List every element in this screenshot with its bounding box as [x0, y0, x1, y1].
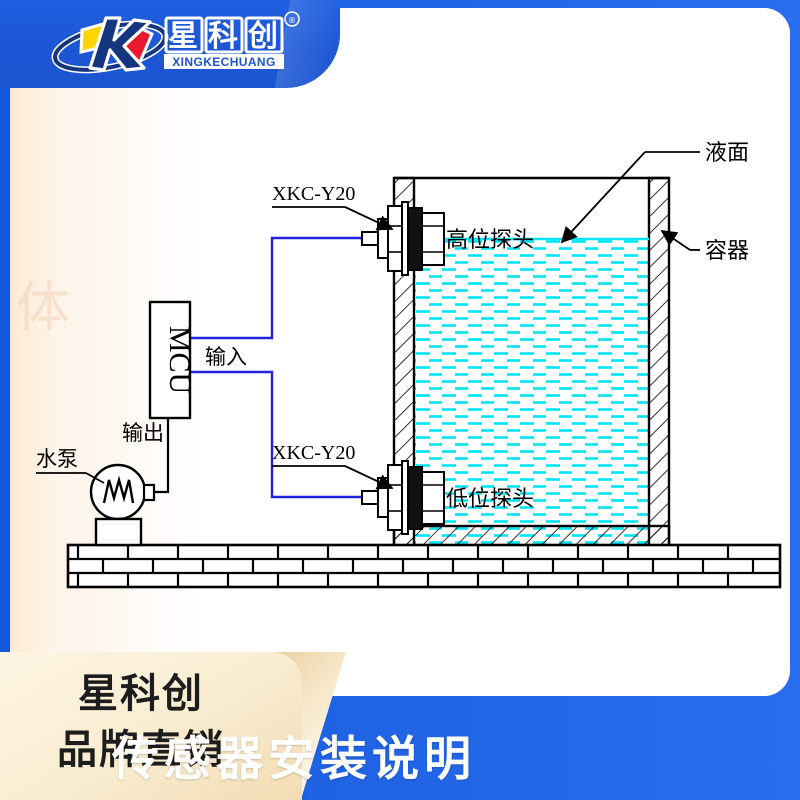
- cream-line-2: 品牌直销: [57, 727, 225, 773]
- label-input: 输入: [205, 345, 247, 369]
- leader-lines: [36, 151, 700, 490]
- pump-base: [94, 517, 143, 547]
- logo-char-3: 创: [247, 19, 278, 54]
- registered-mark-icon: [284, 11, 300, 27]
- mcu-label: MCU: [163, 326, 196, 395]
- cream-card-text: 星科创 品牌直销: [0, 666, 282, 778]
- label-output: 输出: [122, 421, 164, 445]
- sensor-low: [361, 460, 445, 535]
- banner-title: 传感器安装说明: [112, 731, 476, 787]
- label-sensor-bottom: XKC-Y20: [272, 442, 355, 464]
- tank-wall-bottom: [392, 524, 671, 548]
- installation-diagram: MCU: [36, 141, 782, 589]
- label-probe-high: 高位探头: [446, 228, 534, 253]
- wire-low-probe: [190, 370, 362, 499]
- brand-logo: 星 科 创 ® XINGKECHUANG: [51, 11, 300, 74]
- pump-outlet: [142, 483, 156, 502]
- mcu-block: MCU: [148, 300, 196, 420]
- label-liquid-surface: 液面: [705, 141, 749, 166]
- motor-symbol-icon: [102, 475, 135, 504]
- liquid-fill: [413, 238, 650, 545]
- label-container: 容器: [705, 239, 749, 264]
- cream-card: 星科创 品牌直销: [0, 652, 302, 800]
- wiring: [190, 236, 362, 499]
- logo-char-1: 星: [168, 19, 198, 54]
- brick-foundation: [66, 543, 782, 589]
- wire-high-probe: [190, 236, 362, 340]
- header-ribbon: 星 科 创 ® XINGKECHUANG: [0, 0, 340, 88]
- cream-line-1: 星科创: [78, 671, 204, 717]
- logo-english-name: XINGKECHUANG: [172, 55, 275, 69]
- logo-char-2: 科: [208, 19, 238, 54]
- label-sensor-top: XKC-Y20: [272, 183, 355, 205]
- label-pump: 水泵: [36, 447, 78, 471]
- label-probe-low: 低位探头: [446, 487, 534, 512]
- registered-mark-glyph: ®: [288, 16, 296, 25]
- sensor-high: [361, 201, 445, 276]
- water-pump: [89, 463, 156, 547]
